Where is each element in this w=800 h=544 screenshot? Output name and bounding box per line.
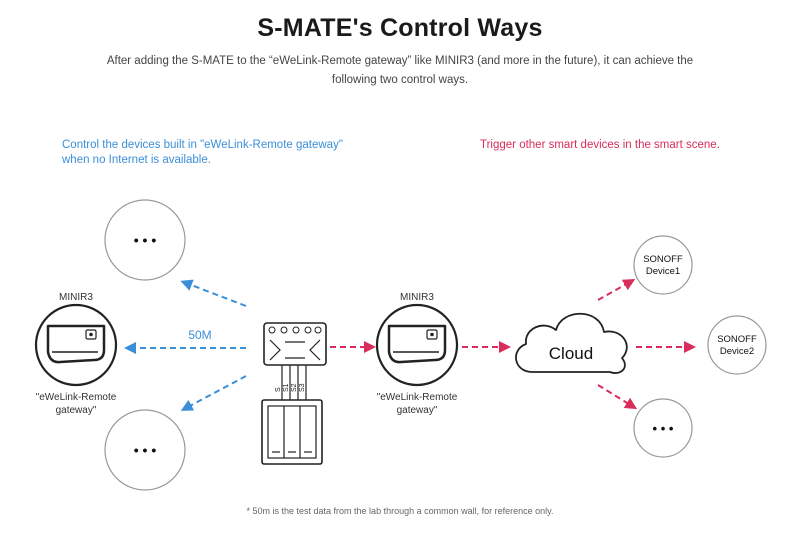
left-gateway-label-2: gateway" <box>56 405 97 416</box>
minir3-icon <box>46 324 106 364</box>
terminal-s: S <box>275 387 282 392</box>
red-arrow-to-device1 <box>597 279 636 301</box>
more-devices-circle: • • • <box>633 398 693 458</box>
smate-device: S S1 S2 S3 <box>263 322 327 400</box>
device-circle-bottom-ellipsis: • • • <box>134 442 157 458</box>
blue-arrows <box>124 279 247 411</box>
minir3-icon <box>387 324 447 364</box>
more-devices-ellipsis: • • • <box>653 421 674 436</box>
left-gateway-label-1: "eWeLink-Remote <box>36 392 117 403</box>
sonoff-device2-line2: Device2 <box>720 346 754 357</box>
page-subtitle: After adding the S-MATE to the “eWeLink-… <box>106 55 694 86</box>
left-caption: Control the devices built in "eWeLink-Re… <box>62 139 343 166</box>
red-arrows-from-cloud <box>597 279 696 410</box>
device-circle-top-ellipsis: • • • <box>134 232 157 248</box>
center-gateway-label-2: gateway" <box>397 405 438 416</box>
sonoff-device2-line1: SONOFF <box>717 334 757 345</box>
blue-arrow-to-top <box>180 279 247 307</box>
page-title: S-MATE's Control Ways <box>257 14 543 42</box>
sonoff-device2: SONOFF Device2 <box>707 315 767 375</box>
sonoff-device1-line1: SONOFF <box>643 254 683 265</box>
red-arrow-to-more <box>597 384 638 410</box>
terminal-s3: S3 <box>299 383 306 392</box>
wall-switch <box>261 399 323 465</box>
sonoff-device1: SONOFF Device1 <box>633 235 693 295</box>
terminal-s2: S2 <box>291 383 298 392</box>
center-gateway-label-1: "eWeLink-Remote <box>377 392 458 403</box>
left-gateway: MINIR3 "eWeLink-Remote gateway" <box>34 292 118 416</box>
device-circle-bottom: • • • <box>104 409 186 491</box>
blue-arrow-to-bottom <box>180 375 247 411</box>
sonoff-device1-line2: Device1 <box>646 266 680 277</box>
left-gateway-model: MINIR3 <box>59 292 93 303</box>
footnote: * 50m is the test data from the lab thro… <box>246 506 554 516</box>
device-circle-top: • • • <box>104 199 186 281</box>
center-gateway: MINIR3 "eWeLink-Remote gateway" <box>375 292 459 416</box>
distance-label: 50M <box>188 328 211 342</box>
right-caption: Trigger other smart devices in the smart… <box>480 139 720 151</box>
terminal-s1: S1 <box>283 383 290 392</box>
cloud-icon: Cloud <box>515 312 628 374</box>
center-gateway-model: MINIR3 <box>400 292 434 303</box>
cloud-label: Cloud <box>549 344 593 363</box>
